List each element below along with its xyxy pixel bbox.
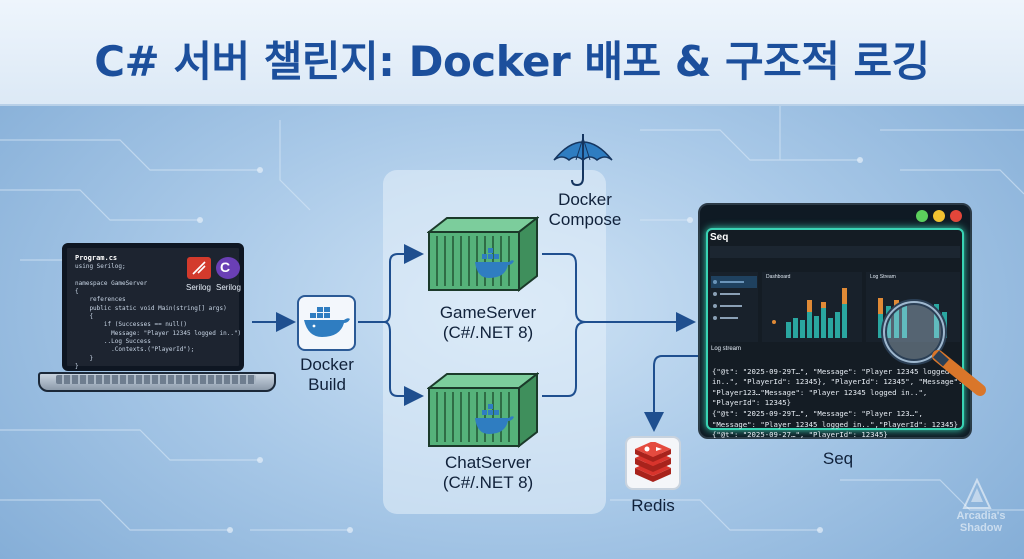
page-title: C# 서버 챌린지: Docker 배포 & 구조적 로깅 xyxy=(94,37,930,86)
laptop-screen: Program.cs using Serilog; namespace Game… xyxy=(62,243,244,371)
serilog-label-2: Serilog xyxy=(216,283,241,292)
log-line: {"@t": "2025-09-29T…", "Message": "Playe… xyxy=(712,408,923,418)
window-dot-red xyxy=(950,210,962,222)
serilog-feather-icon xyxy=(192,261,206,275)
code-line: using Serilog; xyxy=(75,263,126,271)
csharp-c-glyph: C xyxy=(220,259,231,275)
code-filename: Program.cs xyxy=(75,254,118,262)
log-line: "Message": "Player 12345 logged in..","P… xyxy=(712,419,959,429)
log-line: "PlayerId": 12345} xyxy=(712,398,792,408)
code-line: Message: "Player 12345 logged in..") xyxy=(75,329,242,337)
arrow-chatserver-to-seq xyxy=(542,321,587,397)
seq-bar-chart xyxy=(772,288,847,338)
magnifier-icon xyxy=(881,299,986,396)
code-line: if (Successes == null() xyxy=(75,321,187,329)
log-stream-title: Log stream xyxy=(711,346,742,352)
log-line: in..", "PlayerId": 12345}, "PlayerId": 1… xyxy=(712,377,962,387)
code-line: public static void Main(string[] args) xyxy=(75,304,227,312)
code-line: .Contexts.("PlayerId"); xyxy=(75,346,195,354)
seq-sidebar-items xyxy=(711,276,757,320)
watermark: Arcadia's Shadow xyxy=(946,510,1016,534)
seq-search-bar xyxy=(710,246,960,258)
code-line: ..Log Success xyxy=(75,337,151,345)
docker-compose-label-line2: Compose xyxy=(548,210,622,229)
laptop-keyboard xyxy=(56,375,256,384)
log-line: {"@t": "2025-09-29T…", "Message": "Playe… xyxy=(712,366,950,376)
arrow-build-to-gameserver xyxy=(358,244,424,323)
window-dot-green xyxy=(916,210,928,222)
watermark-line2: Shadow xyxy=(959,522,1003,534)
chatserver-label: ChatServer (C#/.NET 8) xyxy=(430,453,546,493)
log-stream: {"@t": "2025-09-29T…", "Message": "Playe… xyxy=(712,356,962,451)
seq-label: Seq xyxy=(822,449,854,468)
code-line: { xyxy=(75,313,94,321)
code-line: namespace GameServer xyxy=(75,279,148,287)
docker-build-label: Docker Build xyxy=(286,355,368,395)
chatserver-label-line1: ChatServer xyxy=(445,453,531,472)
window-dot-yellow xyxy=(933,210,945,222)
watermark-line1: Arcadia's xyxy=(956,510,1006,522)
code-line: references xyxy=(75,296,126,304)
code-line: { xyxy=(75,288,79,296)
log-line: {"@t": "2025-09-27…", "PlayerId": 12345} xyxy=(712,430,888,440)
docker-whale-icon xyxy=(304,307,350,337)
umbrella-icon xyxy=(553,134,613,187)
serilog-label: Serilog xyxy=(186,283,211,292)
gameserver-label-line2: (C#/.NET 8) xyxy=(442,323,534,342)
watermark-logo-icon xyxy=(962,478,992,509)
arrow-build-to-chatserver xyxy=(383,321,424,406)
redis-icon xyxy=(635,442,671,482)
chatserver-label-line2: (C#/.NET 8) xyxy=(442,473,534,492)
docker-build-label-line1: Docker xyxy=(300,355,354,374)
docker-compose-label: Docker Compose xyxy=(538,190,632,230)
docker-build-label-line2: Build xyxy=(308,375,346,394)
arrow-gameserver-to-seq xyxy=(542,253,696,332)
csharp-logo-icon xyxy=(216,257,240,279)
gameserver-container-icon xyxy=(427,215,539,293)
arrow-seq-to-redis xyxy=(644,355,698,432)
code-line: } xyxy=(75,362,79,370)
code-editor: Program.cs using Serilog; namespace Game… xyxy=(75,254,241,371)
seq-panel1-title: Dashboard xyxy=(766,274,791,280)
seq-brand: Seq xyxy=(710,232,729,243)
gameserver-label-line1: GameServer xyxy=(439,303,537,322)
seq-panel2-title: Log Stream xyxy=(870,274,896,280)
code-line: } xyxy=(75,354,94,362)
chatserver-container-icon xyxy=(427,371,539,449)
redis-label: Redis xyxy=(631,496,675,515)
gameserver-label: GameServer (C#/.NET 8) xyxy=(430,303,546,343)
log-line: "Player123…"Message": "Player 12345 logg… xyxy=(712,387,928,397)
title-bar xyxy=(0,0,1024,106)
docker-compose-label-line1: Docker xyxy=(558,190,612,209)
